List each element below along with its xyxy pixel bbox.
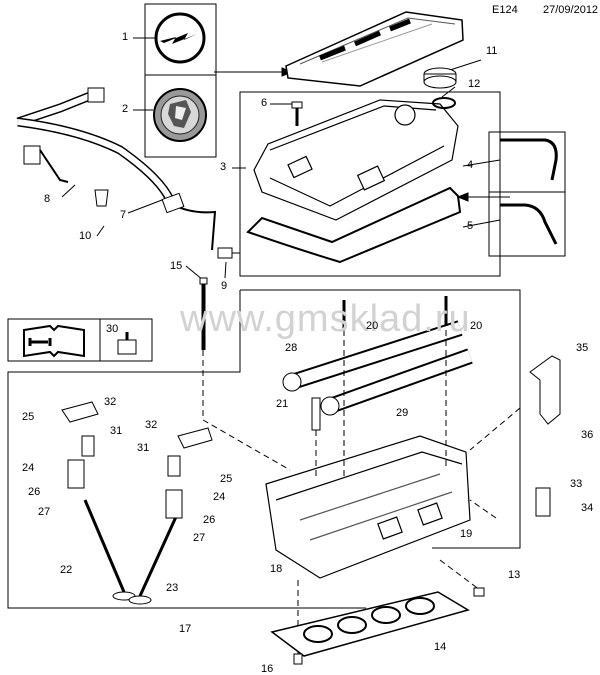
sensor-9 — [217, 247, 240, 259]
cover-plate-33 — [535, 487, 551, 517]
callout: 1 — [122, 31, 129, 43]
gasket-5 — [500, 203, 558, 245]
manual-box — [7, 318, 153, 362]
engine-top-cover — [285, 11, 464, 87]
logo-panel — [144, 3, 217, 158]
callout: 32 — [145, 419, 158, 431]
callout: 23 — [166, 582, 179, 594]
head-bolt — [199, 277, 208, 350]
diagram-date: 27/09/2012 — [543, 4, 599, 16]
manual-book-icon — [23, 324, 85, 358]
callout: 6 — [261, 97, 268, 109]
vauxhall-logo-icon — [153, 88, 207, 142]
callout: 2 — [122, 103, 129, 115]
callout: 13 — [508, 569, 521, 581]
callout: 20 — [366, 320, 379, 332]
oil-cap-seal — [432, 97, 456, 109]
valve-cover-frame — [239, 91, 501, 277]
callout: 25 — [220, 473, 233, 485]
cover-bolt — [291, 101, 303, 126]
callout: 20 — [470, 320, 483, 332]
callout: 19 — [460, 528, 473, 540]
gasket-detail-5-frame — [488, 191, 566, 257]
oil-filler-cap — [423, 67, 457, 89]
callout: 35 — [576, 342, 589, 354]
callout: 21 — [276, 398, 289, 410]
watermark: www.gmsklad.ru — [180, 298, 471, 340]
callout: 24 — [22, 462, 35, 474]
callout: 31 — [110, 425, 123, 437]
camshaft-exhaust — [320, 348, 473, 416]
plug-13 — [473, 587, 485, 597]
wiring-harness — [16, 87, 217, 251]
callout: 11 — [486, 45, 498, 57]
cylinder-head-frame — [7, 289, 521, 609]
callout: 36 — [581, 429, 594, 441]
leader-lines — [61, 37, 510, 281]
head-gasket — [270, 591, 470, 657]
bracket-35 — [529, 355, 561, 425]
diagram-code: E124 — [492, 4, 518, 16]
camshaft-intake — [282, 320, 463, 392]
callout: 34 — [581, 502, 594, 514]
callout: 10 — [79, 230, 92, 242]
callout: 26 — [28, 486, 41, 498]
harness-clip — [94, 189, 109, 207]
cam-bolts — [342, 296, 448, 330]
callout: 29 — [396, 407, 409, 419]
dashed-alignment-lines — [202, 330, 521, 655]
valve-cover — [253, 99, 459, 221]
opel-logo-icon — [154, 12, 206, 64]
callout: 18 — [270, 563, 283, 575]
callout: 12 — [468, 78, 481, 90]
valve-train-right — [128, 427, 213, 605]
callout: 14 — [434, 641, 447, 653]
sensor-part-icon — [117, 332, 137, 355]
callout: 28 — [285, 342, 298, 354]
callout: 22 — [60, 564, 73, 576]
gasket-4 — [500, 138, 558, 181]
callout: 26 — [203, 514, 216, 526]
callout: 9 — [221, 280, 228, 292]
callout: 25 — [22, 411, 35, 423]
callout: 16 — [261, 663, 274, 675]
dowel-16 — [293, 653, 303, 665]
spark-plug — [311, 397, 321, 431]
callout: 27 — [38, 506, 51, 518]
valve-cover-gasket — [246, 186, 462, 264]
callout: 4 — [467, 159, 474, 171]
callout: 5 — [467, 220, 474, 232]
callout: 24 — [213, 491, 226, 503]
valve-train-left — [61, 401, 136, 601]
callout: 27 — [193, 532, 206, 544]
callout: 31 — [137, 442, 150, 454]
callout: 33 — [570, 478, 583, 490]
cylinder-head — [265, 435, 471, 579]
callout: 32 — [104, 396, 117, 408]
callout: 17 — [179, 623, 192, 635]
callout: 30 — [106, 323, 119, 335]
callout: 3 — [220, 161, 227, 173]
callout: 15 — [170, 260, 183, 272]
callout: 7 — [120, 209, 127, 221]
callout: 8 — [44, 193, 51, 205]
